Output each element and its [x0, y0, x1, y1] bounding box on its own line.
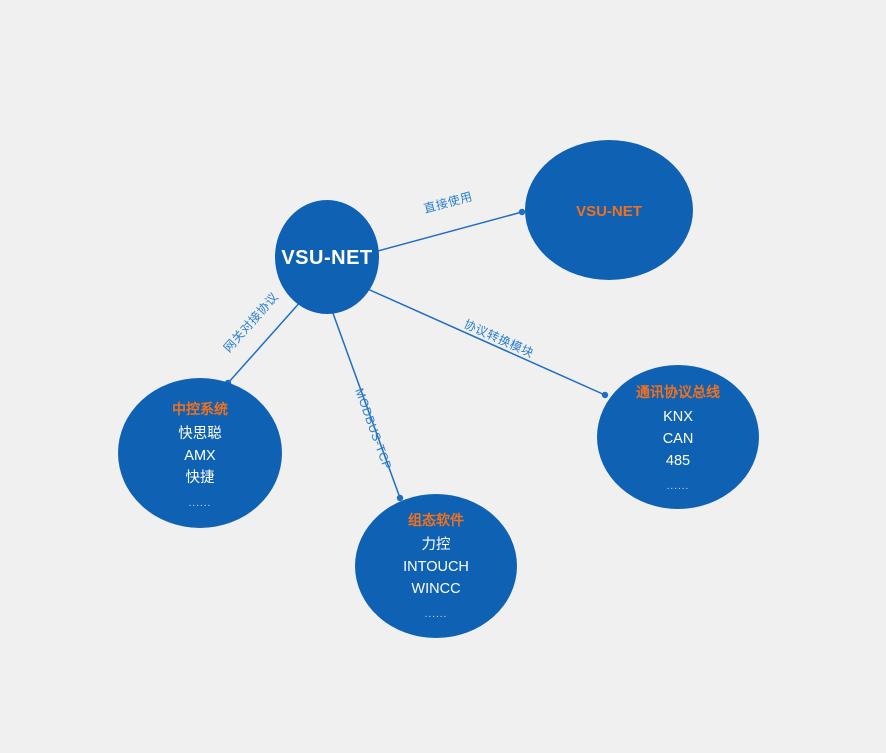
- edge-center-to-bottom: MODBUS-TCP: [329, 304, 404, 502]
- node-shape-top-right[interactable]: [525, 140, 693, 280]
- node-item-right-1: CAN: [663, 431, 694, 447]
- edge-label-direct-use: 直接使用: [422, 188, 474, 216]
- node-right-comm-protocol-bus[interactable]: 通讯协议总线 KNX CAN 485 ......: [597, 365, 759, 509]
- node-top-right-vsu-net[interactable]: VSU-NET: [525, 140, 693, 280]
- node-title-center: VSU-NET: [281, 247, 372, 269]
- node-ellipsis-right: ......: [667, 481, 690, 492]
- edge-endpoint-dot-top-right: [518, 208, 526, 216]
- node-center-vsu-net[interactable]: VSU-NET: [275, 200, 379, 314]
- node-ellipsis-left: ......: [189, 498, 212, 509]
- node-title-top-right: VSU-NET: [576, 203, 642, 220]
- node-title-bottom: 组态软件: [408, 512, 464, 528]
- edge-label-modbus-tcp: MODBUS-TCP: [352, 386, 394, 471]
- node-item-bottom-1: INTOUCH: [403, 559, 469, 575]
- edge-endpoint-dot-right: [601, 391, 609, 399]
- edge-line-modbus-tcp: [329, 304, 401, 499]
- edge-center-to-left: 网关对接协议: [220, 289, 303, 387]
- edge-endpoint-dot-bottom: [396, 494, 404, 502]
- node-item-right-2: 485: [666, 453, 690, 469]
- node-shape-bottom[interactable]: [355, 494, 517, 638]
- node-bottom-scada-software[interactable]: 组态软件 力控 INTOUCH WINCC ......: [355, 494, 517, 638]
- node-item-bottom-2: WINCC: [411, 581, 460, 597]
- node-item-left-1: AMX: [184, 448, 216, 464]
- node-shape-right[interactable]: [597, 365, 759, 509]
- edge-line-direct-use: [351, 211, 523, 259]
- edge-label-protocol-converter: 协议转换模块: [462, 316, 537, 360]
- node-shape-center[interactable]: [275, 200, 379, 314]
- edge-label-gateway-protocol: 网关对接协议: [220, 289, 281, 355]
- node-item-right-0: KNX: [663, 409, 693, 425]
- node-title-left: 中控系统: [172, 401, 228, 417]
- edge-line-protocol-converter: [351, 281, 606, 396]
- node-ellipsis-bottom: ......: [425, 609, 448, 620]
- edge-center-to-right: 协议转换模块: [351, 281, 609, 399]
- edge-line-gateway-protocol: [227, 299, 303, 384]
- node-shape-left[interactable]: [118, 378, 282, 528]
- node-item-bottom-0: 力控: [422, 536, 451, 553]
- node-left-control-system[interactable]: 中控系统 快思聪 AMX 快捷 ......: [118, 378, 282, 528]
- node-title-right: 通讯协议总线: [636, 384, 720, 400]
- node-item-left-0: 快思聪: [178, 425, 222, 442]
- node-item-left-2: 快捷: [186, 469, 215, 486]
